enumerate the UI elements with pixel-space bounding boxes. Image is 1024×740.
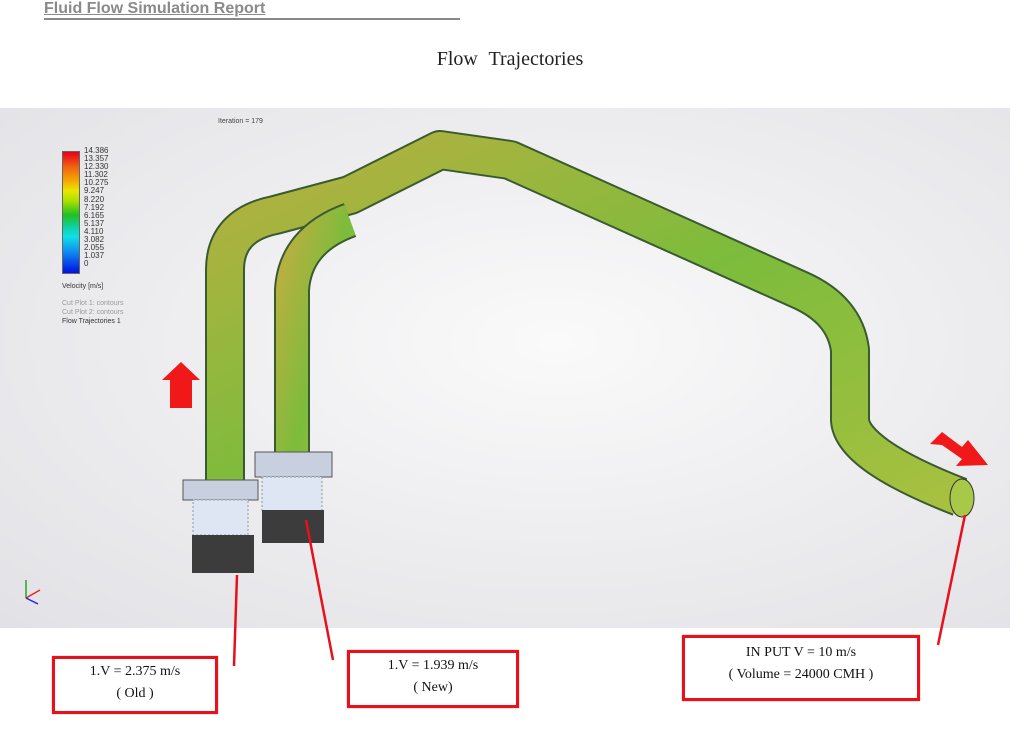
- legend-tick: 9.247: [84, 186, 105, 196]
- page-title: Flow Trajectories: [0, 48, 1024, 71]
- plot-item[interactable]: Cut Plot 2: contours: [62, 309, 124, 316]
- inlet-boxes: [182, 451, 333, 573]
- annotation-old-label: ( Old ): [116, 686, 154, 701]
- legend-tick: 8.220: [84, 194, 105, 204]
- report-header: Fluid Flow Simulation Report: [44, 0, 460, 20]
- annotation-input: IN PUT V = 10 m/s ( Volume = 24000 CMH ): [682, 635, 920, 701]
- legend-tick: 14.386: [84, 146, 109, 155]
- iteration-label: Iteration = 179: [218, 118, 263, 125]
- annotation-input-volume: ( Volume = 24000 CMH ): [728, 667, 874, 682]
- legend-tick: 2.055: [84, 243, 105, 253]
- legend-label: Velocity [m/s]: [62, 283, 104, 290]
- velocity-color-scale: [62, 151, 80, 274]
- legend-tick: 13.357: [84, 154, 109, 164]
- annotation-old-velocity: 1.V = 2.375 m/s: [89, 664, 181, 679]
- legend-tick: 6.165: [84, 210, 105, 220]
- legend-tick: 11.302: [84, 170, 108, 180]
- plot-item[interactable]: Flow Trajectories 1: [62, 318, 121, 325]
- legend-tick: 0: [84, 259, 89, 269]
- legend-tick: 3.082: [84, 235, 105, 245]
- leader-lines: [232, 514, 967, 667]
- annotation-old: 1.V = 2.375 m/s ( Old ): [52, 656, 218, 714]
- axis-triad-icon: [25, 580, 41, 605]
- legend-tick: 12.330: [84, 162, 109, 172]
- legend-tick: 7.192: [84, 202, 105, 212]
- annotation-new: 1.V = 1.939 m/s ( New): [347, 650, 519, 708]
- annotation-input-velocity: IN PUT V = 10 m/s: [745, 645, 857, 660]
- arrow-up-icon: [162, 362, 200, 408]
- legend-tick: 4.110: [84, 226, 104, 236]
- arrow-outlet-icon: [930, 432, 988, 466]
- legend-ticks: 14.386 13.357 12.330 11.302 10.275 9.247…: [84, 146, 109, 269]
- title-text: Flow Trajectories: [436, 48, 584, 70]
- legend-tick: 1.037: [84, 251, 105, 261]
- plot-item[interactable]: Cut Plot 1: contours: [62, 300, 124, 307]
- legend-tick: 5.137: [84, 218, 105, 228]
- legend-tick: 10.275: [84, 178, 109, 188]
- annotation-new-label: ( New): [413, 680, 453, 695]
- outlet-opening: [949, 478, 975, 518]
- duct-main: [205, 130, 968, 516]
- annotation-new-velocity: 1.V = 1.939 m/s: [387, 658, 479, 673]
